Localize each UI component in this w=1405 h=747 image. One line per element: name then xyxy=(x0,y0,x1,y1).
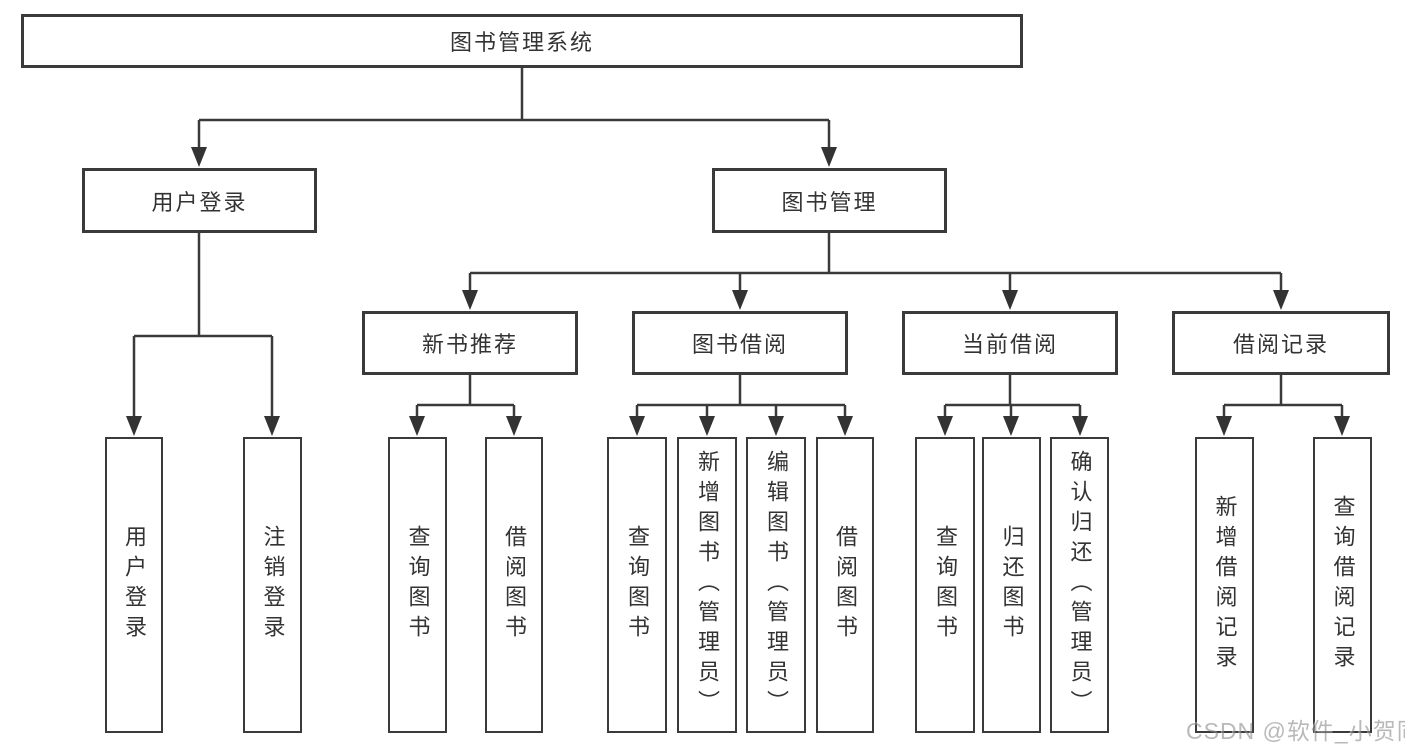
leaf-borrow-books-rec: 借阅图书 xyxy=(485,437,543,733)
leaf-label: 归还图书 xyxy=(999,525,1025,645)
arrow-down-icon xyxy=(1002,290,1018,310)
leaf-query-books-current: 查询图书 xyxy=(915,437,975,733)
connector-borrow-records-to-leaves xyxy=(1222,375,1344,430)
arrow-down-icon xyxy=(506,416,522,436)
leaf-label: 查询图书 xyxy=(405,525,431,645)
connector-new-book-rec-to-leaves xyxy=(415,375,516,430)
arrowheads xyxy=(126,147,1350,436)
node-root-library-system: 图书管理系统 xyxy=(21,14,1023,68)
leaf-add-books-admin: 新增图书（管理员） xyxy=(677,437,737,733)
arrow-down-icon xyxy=(126,416,142,436)
leaf-user-login: 用户登录 xyxy=(105,437,163,733)
arrow-down-icon xyxy=(1334,416,1350,436)
leaf-borrow-books: 借阅图书 xyxy=(816,437,874,733)
leaf-query-books-borrow: 查询图书 xyxy=(607,437,667,733)
node-new-book-recommendation: 新书推荐 xyxy=(362,311,578,375)
csdn-watermark: CSDN @软件_小贺同学 xyxy=(1186,718,1405,744)
connector-book-mgmt-to-level3 xyxy=(468,233,1283,304)
arrow-down-icon xyxy=(1273,290,1289,310)
leaf-query-borrow-record: 查询借阅记录 xyxy=(1313,437,1372,733)
arrow-down-icon xyxy=(409,416,425,436)
arrow-down-icon xyxy=(1216,416,1232,436)
node-current-borrowing: 当前借阅 xyxy=(902,311,1118,375)
leaf-label: 确认归还（管理员） xyxy=(1067,450,1093,720)
arrow-down-icon xyxy=(732,290,748,310)
leaf-label: 用户登录 xyxy=(122,525,147,645)
arrow-down-icon xyxy=(937,416,953,436)
arrow-down-icon xyxy=(821,147,837,167)
connector-user-login-to-leaves xyxy=(132,233,274,430)
leaf-edit-books-admin: 编辑图书（管理员） xyxy=(746,437,806,733)
leaf-label: 查询图书 xyxy=(625,525,650,645)
node-book-borrowing: 图书借阅 xyxy=(632,311,848,375)
leaf-return-books: 归还图书 xyxy=(982,437,1041,733)
arrow-down-icon xyxy=(699,416,715,436)
arrow-down-icon xyxy=(768,416,784,436)
leaf-logout: 注销登录 xyxy=(243,437,302,733)
leaf-add-borrow-record: 新增借阅记录 xyxy=(1195,437,1254,733)
connector-book-borrow-to-leaves xyxy=(635,375,847,430)
leaf-label: 查询借阅记录 xyxy=(1330,495,1356,675)
arrow-down-icon xyxy=(191,147,207,167)
arrow-down-icon xyxy=(837,416,853,436)
leaf-confirm-return-admin: 确认归还（管理员） xyxy=(1050,437,1109,733)
leaf-query-books-rec: 查询图书 xyxy=(388,437,447,733)
arrow-down-icon xyxy=(462,290,478,310)
leaf-label: 注销登录 xyxy=(260,525,286,645)
arrow-down-icon xyxy=(1003,416,1019,436)
leaf-label: 新增借阅记录 xyxy=(1212,495,1238,675)
node-user-login: 用户登录 xyxy=(82,168,317,233)
leaf-label: 新增图书（管理员） xyxy=(695,450,720,720)
arrow-down-icon xyxy=(1072,416,1088,436)
leaf-label: 借阅图书 xyxy=(833,525,858,645)
node-borrowing-records: 借阅记录 xyxy=(1172,311,1390,375)
leaf-label: 查询图书 xyxy=(933,525,958,645)
connector-root-to-level2 xyxy=(197,68,831,160)
node-book-management: 图书管理 xyxy=(712,168,947,233)
arrow-down-icon xyxy=(629,416,645,436)
arrow-down-icon xyxy=(264,416,280,436)
leaf-label: 借阅图书 xyxy=(502,525,527,645)
leaf-label: 编辑图书（管理员） xyxy=(764,450,789,720)
